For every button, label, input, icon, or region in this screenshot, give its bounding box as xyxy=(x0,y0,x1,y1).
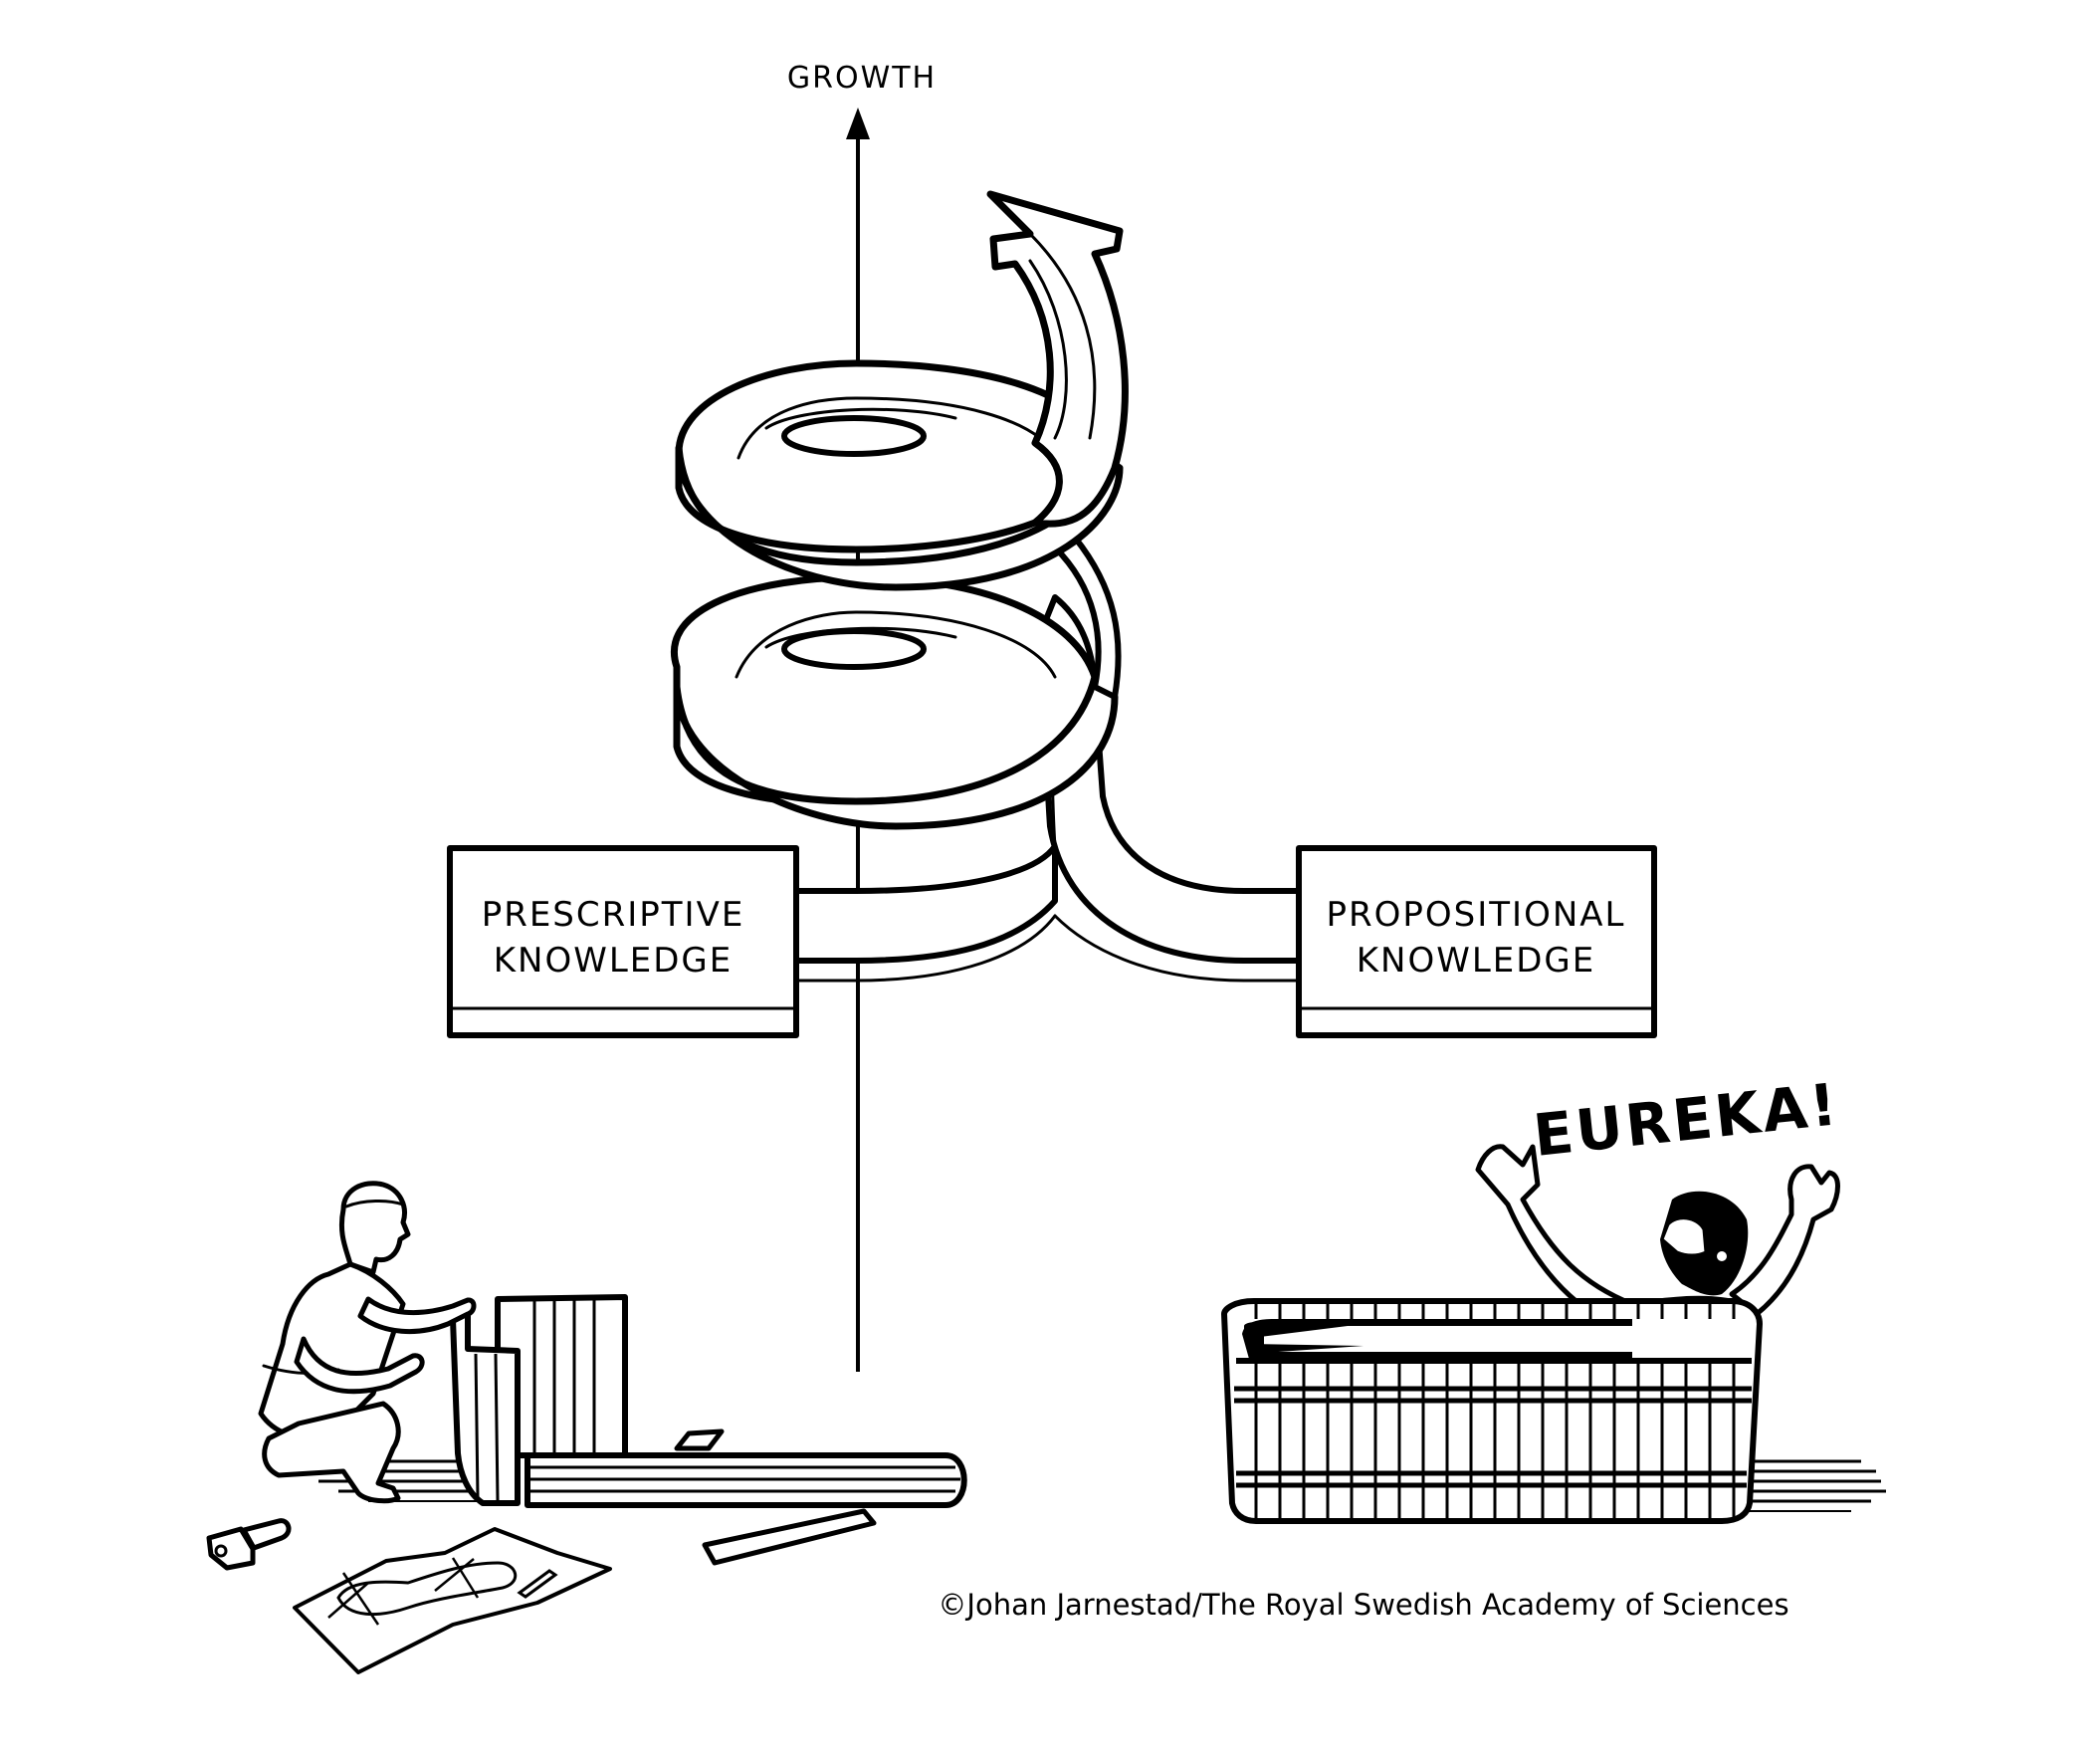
spiral-arrow-head xyxy=(986,190,1129,528)
spiral-connector xyxy=(1052,535,1122,700)
left-raised-arm xyxy=(1475,1144,1645,1337)
tub-staves-body xyxy=(1254,1363,1736,1519)
upper-coil-hole xyxy=(781,415,927,457)
upper-coil xyxy=(675,444,1124,591)
prescriptive-branch xyxy=(793,843,1058,964)
propositional-knowledge-box: PROPOSITIONAL KNOWLEDGE xyxy=(1296,845,1657,1038)
wooden-bathtub xyxy=(1221,1298,1763,1524)
prescriptive-knowledge-box: PRESCRIPTIVE KNOWLEDGE xyxy=(447,845,799,1038)
prescriptive-label-line2: KNOWLEDGE xyxy=(494,941,734,981)
propositional-label-line2: KNOWLEDGE xyxy=(1357,941,1596,981)
archimedes-illustration xyxy=(1221,1144,1886,1524)
archimedes-face xyxy=(1660,1216,1708,1257)
right-raised-arm xyxy=(1729,1164,1840,1317)
copyright-credit: ©Johan Jarnestad/The Royal Swedish Acade… xyxy=(938,1588,1788,1622)
wood-block xyxy=(674,1428,725,1451)
bath-water-highlight xyxy=(1264,1326,1632,1352)
tub-staves-top xyxy=(1254,1303,1736,1319)
propositional-label-line1: PROPOSITIONAL xyxy=(1327,895,1626,935)
blueprint-paper xyxy=(293,1527,612,1674)
eureka-exclamation: EUREKA! xyxy=(1531,1070,1843,1170)
craftsman-figure xyxy=(258,1181,477,1504)
arrow-up-icon xyxy=(846,108,870,139)
craftsman-legs xyxy=(262,1401,401,1504)
craftsman-arm-upper xyxy=(357,1296,477,1335)
growth-spiral xyxy=(671,190,1129,830)
growth-axis-label: GROWTH xyxy=(787,61,937,96)
craftsman-arm-lower xyxy=(294,1336,425,1395)
craftsman-head xyxy=(338,1181,411,1275)
craftsman-illustration xyxy=(206,1181,967,1674)
prescriptive-label-line1: PRESCRIPTIVE xyxy=(482,895,745,935)
lower-coil-hole xyxy=(781,628,927,670)
hammer-icon xyxy=(206,1518,292,1571)
loose-plank xyxy=(702,1508,877,1566)
